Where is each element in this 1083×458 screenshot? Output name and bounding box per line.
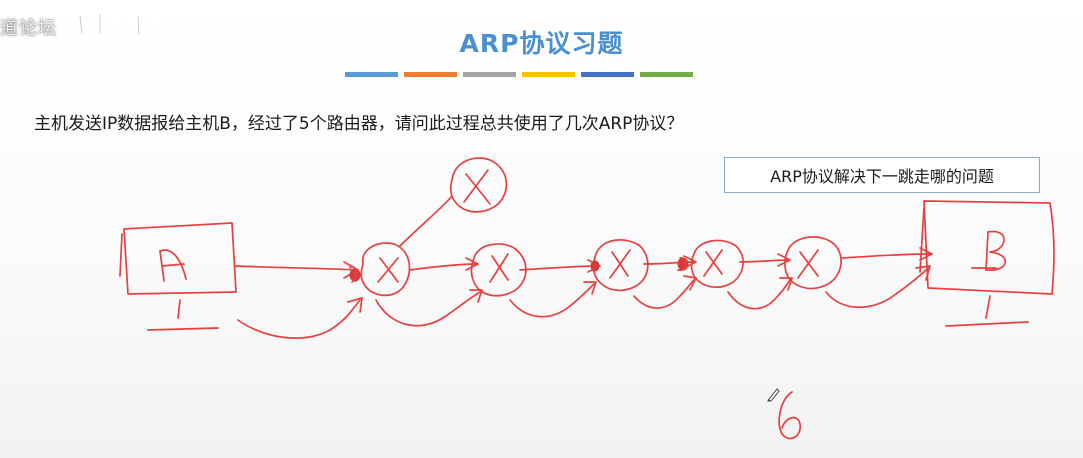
title-bar-segment-3 [463, 72, 516, 77]
title-underline-bar [345, 72, 693, 77]
host-a-drawing [119, 222, 237, 331]
router-1 [360, 242, 411, 297]
router-5 [784, 236, 842, 290]
note-text: ARP协议解决下一跳走哪的问题 [770, 167, 994, 186]
router-2 [470, 243, 527, 297]
router-3 [592, 239, 649, 292]
handwritten-answer [778, 391, 801, 440]
routers [360, 157, 842, 297]
watermark-decoration [79, 13, 159, 36]
host-b-drawing [919, 200, 1055, 327]
pen-cursor-icon [767, 388, 780, 402]
title-bar-segment-2 [404, 72, 457, 77]
slide-title: ARP协议习题 [459, 29, 624, 58]
title-bar-segment-5 [581, 72, 634, 77]
forward-arrows [235, 247, 933, 279]
scribble-marks [349, 257, 689, 283]
title-bar-segment-6 [640, 72, 693, 77]
watermark: 道论坛 [0, 18, 57, 39]
return-curves [237, 265, 931, 339]
router-4 [690, 239, 744, 289]
note-box: ARP协议解决下一跳走哪的问题 [724, 157, 1040, 193]
title-bar-segment-1 [345, 72, 398, 77]
title-bar-segment-4 [522, 72, 575, 77]
router-extra [399, 157, 508, 247]
question-text: 主机发送IP数据报给主机B，经过了5个路由器，请问此过程总共使用了几次ARP协议… [34, 114, 684, 134]
